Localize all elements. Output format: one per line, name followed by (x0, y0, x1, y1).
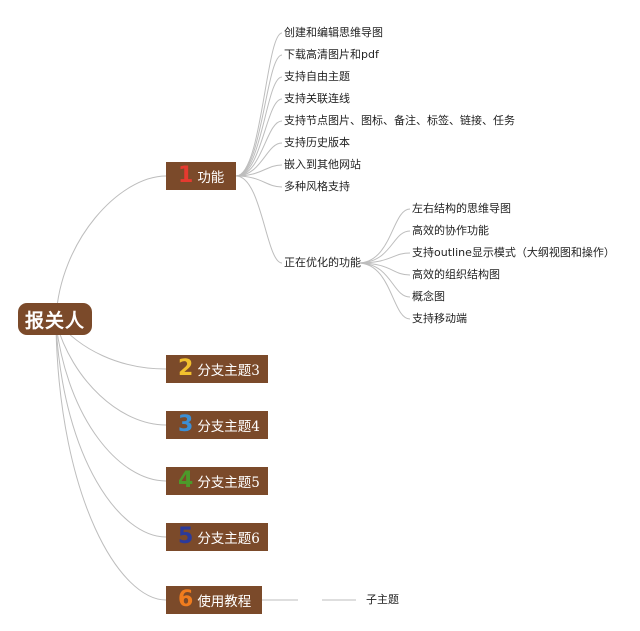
branch-number: 3 (178, 412, 194, 437)
connector-root-branch-5 (55, 325, 167, 538)
root-node[interactable]: 报关人 (18, 303, 92, 335)
branch-node-2[interactable]: 2 分支主题3 (166, 355, 268, 383)
leaf-node[interactable]: 支持outline显示模式（大纲视图和操作） (412, 246, 615, 259)
leaf-node[interactable]: 子主题 (366, 593, 399, 606)
connector-root-branch-4 (55, 323, 167, 482)
branch-label: 功能 (197, 170, 225, 186)
leaf-node[interactable]: 下载高清图片和pdf (284, 48, 379, 61)
connector-b1-leaf-8 (235, 175, 283, 188)
leaf-node[interactable]: 左右结构的思维导图 (412, 202, 511, 215)
branch-node-3[interactable]: 3 分支主题4 (166, 411, 268, 439)
leaf-node[interactable]: 概念图 (412, 290, 445, 303)
branch-node-4[interactable]: 4 分支主题5 (166, 467, 268, 495)
leaf-node[interactable]: 支持关联连线 (284, 92, 350, 105)
branch-label: 使用教程 (197, 594, 252, 610)
branch-label: 分支主题5 (197, 475, 260, 491)
connector-b1-leaf-6 (235, 142, 283, 177)
leaf-node[interactable]: 支持历史版本 (284, 136, 350, 149)
connector-root-branch-6 (55, 327, 167, 601)
branch-number: 1 (178, 163, 194, 188)
leaf-node[interactable]: 支持节点图片、图标、备注、标签、链接、任务 (284, 114, 515, 127)
branch-label: 分支主题4 (197, 419, 260, 435)
connector-b1-leaf-5 (235, 120, 283, 177)
connector-sub-leaf-2 (357, 230, 411, 264)
connector-b1-leaf-7 (235, 164, 283, 177)
connector-b1-leaf-9 (235, 175, 283, 264)
branch-node-6[interactable]: 6 使用教程 (166, 586, 262, 614)
connector-b1-leaf-4 (235, 98, 283, 177)
leaf-node[interactable]: 嵌入到其他网站 (284, 158, 361, 171)
leaf-node[interactable]: 高效的协作功能 (412, 224, 489, 237)
branch-label: 分支主题6 (197, 531, 260, 547)
connector-b1-leaf-1 (235, 32, 283, 177)
branch-number: 6 (178, 587, 194, 612)
leaf-node[interactable]: 支持自由主题 (284, 70, 350, 83)
connector-sub-leaf-1 (357, 208, 411, 264)
connector-root-branch-1 (55, 175, 167, 319)
connector-sub-leaf-3 (357, 252, 411, 264)
connector-root-branch-3 (55, 321, 167, 426)
leaf-node[interactable]: 支持移动端 (412, 312, 467, 325)
connector-b1-leaf-3 (235, 76, 283, 177)
leaf-node[interactable]: 多种风格支持 (284, 180, 350, 193)
leaf-node[interactable]: 创建和编辑思维导图 (284, 26, 383, 39)
branch-number: 4 (178, 468, 194, 493)
branch-label: 分支主题3 (197, 363, 260, 379)
leaf-node[interactable]: 高效的组织结构图 (412, 268, 500, 281)
branch-node-5[interactable]: 5 分支主题6 (166, 523, 268, 551)
connector-b1-leaf-2 (235, 54, 283, 177)
sub-branch-node[interactable]: 正在优化的功能 (284, 256, 361, 269)
branch-number: 2 (178, 356, 194, 381)
root-node-label: 报关人 (24, 309, 85, 332)
connector-sub-leaf-6 (357, 262, 411, 320)
branch-number: 5 (178, 524, 194, 549)
connector-sub-leaf-5 (357, 262, 411, 298)
branch-node-1[interactable]: 1 功能 (166, 162, 236, 190)
